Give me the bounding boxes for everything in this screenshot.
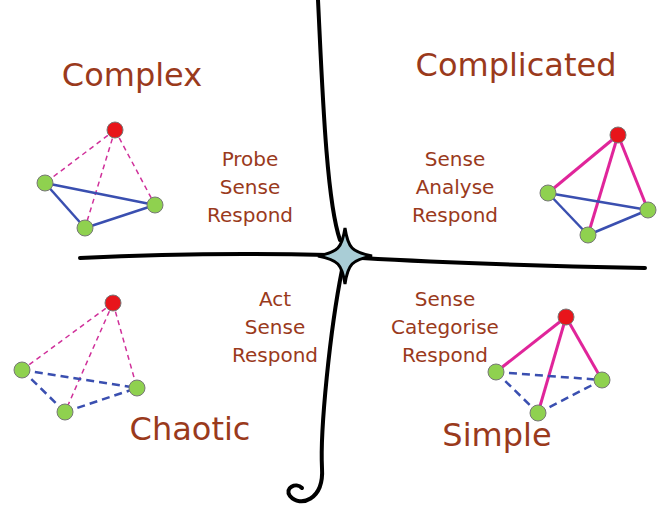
complex-graph (37, 122, 163, 236)
approach-steps: Act Sense Respond (232, 285, 318, 369)
graph-node (14, 362, 30, 378)
graph-link (65, 303, 113, 412)
graph-link (22, 370, 65, 412)
graph-link (85, 205, 155, 228)
simple-graph (488, 309, 610, 421)
disorder-center (318, 228, 372, 284)
graph-node (580, 227, 596, 243)
domain-title: Complex (62, 56, 202, 94)
graph-link (85, 130, 115, 228)
graph-node (610, 127, 626, 143)
graph-link (45, 183, 85, 228)
approach-steps: Sense Categorise Respond (391, 285, 499, 369)
graph-link (538, 380, 602, 413)
graph-node (129, 380, 145, 396)
graph-link (115, 130, 155, 205)
boundary-line (318, 0, 340, 240)
graph-node (77, 220, 93, 236)
graph-node (57, 404, 73, 420)
approach-steps: Sense Analyse Respond (412, 145, 498, 229)
graph-node (107, 122, 123, 138)
graph-link (496, 317, 566, 372)
graph-node (558, 309, 574, 325)
domain-title: Chaotic (130, 410, 251, 448)
graph-link (618, 135, 648, 210)
graph-link (548, 135, 618, 193)
chaotic-graph (14, 295, 145, 420)
domain-title: Complicated (416, 46, 617, 84)
graph-node (540, 185, 556, 201)
boundary-line (288, 270, 342, 501)
boundary-line (362, 258, 645, 268)
graph-link (548, 193, 588, 235)
graph-link (588, 210, 648, 235)
graph-link (496, 372, 602, 380)
boundary-line (80, 254, 328, 258)
graph-link (22, 370, 137, 388)
graph-link (65, 388, 137, 412)
graph-link (538, 317, 566, 413)
complicated-graph (540, 127, 656, 243)
graph-node (640, 202, 656, 218)
graph-node (594, 372, 610, 388)
graph-link (45, 130, 115, 183)
approach-steps: Probe Sense Respond (207, 145, 293, 229)
graph-link (113, 303, 137, 388)
graph-link (566, 317, 602, 380)
graph-node (147, 197, 163, 213)
graph-link (496, 372, 538, 413)
graph-node (105, 295, 121, 311)
graph-link (22, 303, 113, 370)
domain-title: Simple (442, 416, 551, 454)
graph-node (37, 175, 53, 191)
graph-link (588, 135, 618, 235)
graph-node (488, 364, 504, 380)
